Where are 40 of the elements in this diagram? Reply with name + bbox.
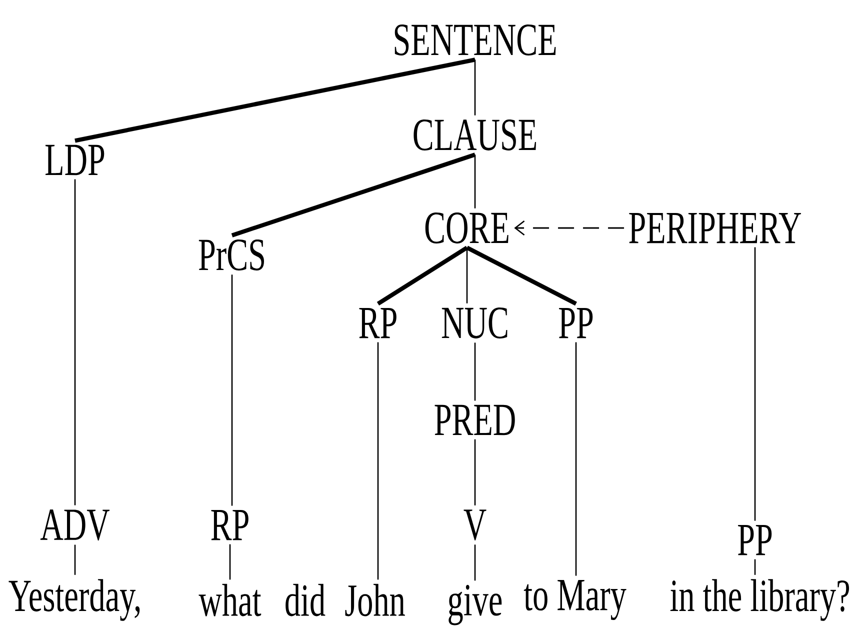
- word-label: in the library?: [670, 579, 850, 621]
- tree-label: CORE: [425, 212, 508, 244]
- tree-label: LDP: [46, 144, 104, 176]
- tree-label: SENTENCE: [394, 24, 556, 56]
- tree-line: [231, 152, 476, 238]
- tree-line: [474, 60, 476, 116]
- tree-line: [754, 559, 756, 575]
- word-label: did: [286, 584, 326, 616]
- tree-line: [377, 342, 379, 580]
- tree-label: PrCS: [198, 240, 264, 270]
- tree-line: [466, 246, 577, 306]
- word-label: what: [198, 584, 262, 616]
- tree-line: [514, 220, 624, 236]
- tree-line: [74, 544, 76, 575]
- word-label: give: [448, 584, 502, 626]
- tree-line: [466, 248, 468, 304]
- tree-label: NUC: [442, 308, 508, 338]
- tree-label: RP: [359, 308, 396, 338]
- word-label: Yesterday,: [8, 579, 140, 621]
- tree-label: PERIPHERY: [629, 212, 801, 244]
- tree-label: PP: [738, 524, 772, 556]
- word-label: John: [345, 584, 405, 616]
- tree-label: V: [464, 510, 486, 540]
- tree-line: [474, 439, 476, 506]
- tree-line: [575, 342, 577, 576]
- tree-line: [74, 58, 476, 143]
- tree-line: [754, 247, 756, 521]
- tree-label: CLAUSE: [414, 120, 536, 150]
- tree-line: [474, 342, 476, 401]
- tree-label: RP: [211, 510, 248, 540]
- tree-line: [474, 154, 476, 208]
- tree-line: [376, 246, 468, 306]
- tree-line: [229, 544, 231, 580]
- word-label: to Mary: [524, 580, 626, 620]
- tree-label: ADV: [40, 509, 110, 541]
- tree-line: [231, 274, 233, 506]
- tree-label: PP: [559, 308, 593, 338]
- tree-label: PRED: [434, 404, 515, 436]
- tree-line: [474, 544, 476, 581]
- tree-line: [74, 179, 76, 506]
